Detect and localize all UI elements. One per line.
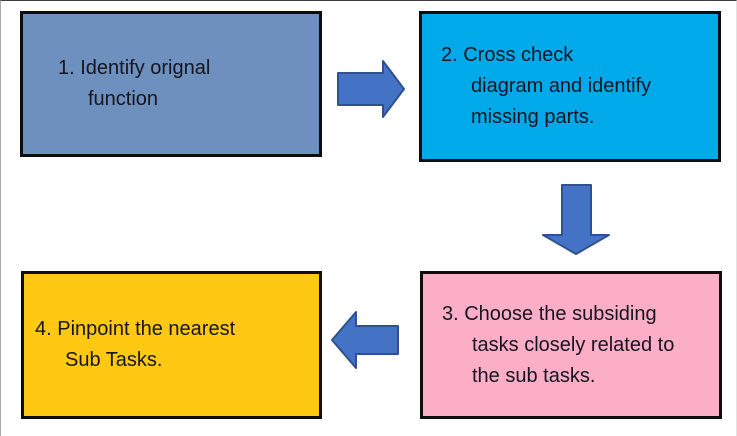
flow-step-2-text: 2. Cross check diagram and identify miss… xyxy=(441,40,718,133)
arrow-left-icon xyxy=(331,311,399,369)
box-text-line: function xyxy=(88,88,159,110)
box-text-line: 2. Cross check xyxy=(441,44,574,66)
box-text-line: tasks closely related to xyxy=(472,333,675,356)
flow-step-1-box: 1. Identify orignal function xyxy=(20,11,322,157)
box-text-line: missing parts. xyxy=(471,106,595,128)
flow-step-1-text: 1. Identify orignal function xyxy=(58,53,319,115)
box-text-line: diagram and identify xyxy=(471,75,652,97)
arrow-down-icon xyxy=(542,184,610,255)
box-text-line: 4. Pinpoint the nearest xyxy=(35,318,236,340)
flow-step-4-text: 4. Pinpoint the nearest Sub Tasks. xyxy=(35,314,319,376)
flow-step-2-box: 2. Cross check diagram and identify miss… xyxy=(419,11,721,162)
flow-step-4-box: 4. Pinpoint the nearest Sub Tasks. xyxy=(21,271,322,419)
flow-step-3-box: 3. Choose the subsiding tasks closely re… xyxy=(420,271,722,419)
box-text-line: the sub tasks. xyxy=(472,364,596,387)
arrow-right-icon xyxy=(337,60,405,118)
box-text-line: Sub Tasks. xyxy=(65,349,163,371)
flow-step-3-text: 3. Choose the subsiding tasks closely re… xyxy=(442,299,719,392)
box-text-line: 3. Choose the subsiding xyxy=(442,302,657,325)
box-text-line: 1. Identify orignal xyxy=(58,57,211,79)
